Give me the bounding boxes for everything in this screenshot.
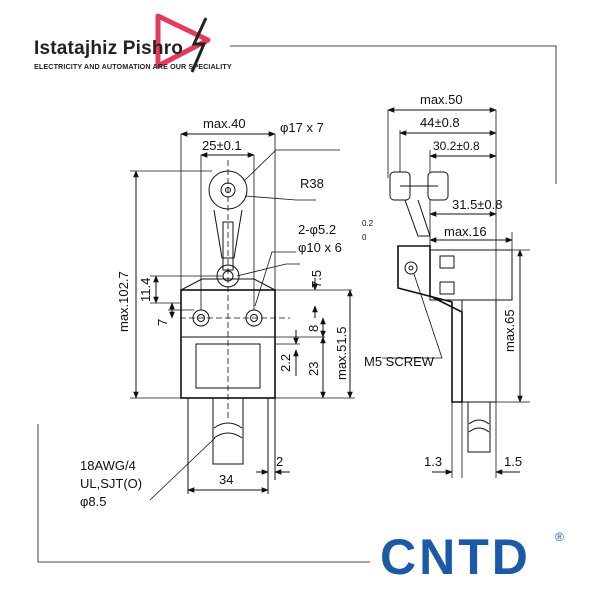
brand-name: Istatajhiz Pishro: [34, 38, 184, 59]
cable-side: [467, 401, 491, 453]
side-view: [382, 107, 530, 478]
label-1-5: 1.5: [504, 454, 522, 469]
label-11-4: 11.4: [138, 278, 153, 302]
label-31-5: 31.5±0.8: [452, 197, 503, 212]
label-max-51-5: max.51.5: [334, 327, 349, 380]
label-max-40: max.40: [203, 116, 246, 131]
label-max-65: max.65: [502, 309, 517, 352]
label-7-5: 7.5: [309, 270, 324, 288]
side-lever: [404, 199, 431, 237]
m5-screw-icon: [404, 261, 418, 275]
brand-tagline: ELECTRICITY AND AUTOMATION ARE OUR SPECI…: [34, 62, 232, 71]
registered-mark-icon: ®: [555, 530, 564, 544]
label-tol-top: 0.2: [362, 219, 374, 228]
front-view: [130, 131, 355, 501]
label-max-102-7: max.102.7: [116, 271, 131, 332]
label-max-16: max.16: [444, 224, 487, 239]
label-44: 44±0.8: [420, 115, 460, 130]
label-23: 23: [306, 362, 321, 376]
label-cable-2: UL,SJT(O): [80, 476, 142, 491]
label-shaft: φ10 x 6: [298, 240, 342, 255]
label-30-2: 30.2±0.8: [433, 139, 480, 153]
label-cable-1: 18AWG/4: [80, 458, 136, 473]
side-head: [429, 249, 513, 301]
label-roller: φ17 x 7: [280, 120, 324, 135]
label-max-50: max.50: [420, 92, 463, 107]
label-8: 8: [306, 325, 321, 332]
label-1-3: 1.3: [424, 454, 442, 469]
cntd-logo: CNTD: [380, 529, 531, 585]
label-25: 25±0.1: [202, 138, 242, 153]
label-cable-3: φ8.5: [80, 494, 107, 509]
label-tol-bottom: 0: [362, 233, 367, 242]
label-mount-holes: 2-φ5.2: [298, 222, 336, 237]
brand-mark-icon: [155, 13, 211, 73]
label-2: 2: [276, 454, 283, 469]
side-base: [461, 299, 497, 403]
lever-arm: [213, 209, 243, 259]
page-frame: [37, 45, 557, 563]
label-m5-screw: M5 SCREW: [364, 354, 435, 369]
label-r38: R38: [300, 176, 324, 191]
label-7: 7: [155, 319, 170, 326]
label-34: 34: [219, 472, 233, 487]
label-2-2: 2.2: [278, 354, 293, 372]
